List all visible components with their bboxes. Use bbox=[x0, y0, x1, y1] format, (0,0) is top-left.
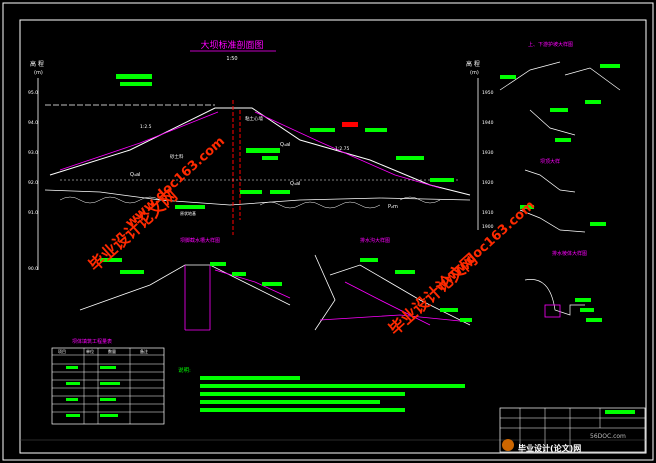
watermarks: 毕业设计论文网 www.doc163.com 毕业设计论文网 www.doc16… bbox=[85, 134, 538, 339]
foundation-label: 原状地基 bbox=[180, 210, 196, 216]
right-detail-panels: 上、下游护坡大样图 坝顶大样 排水棱体大样图 bbox=[499, 41, 621, 322]
right-tick: 1900 bbox=[482, 224, 494, 230]
footer-logo-text: 毕业设计(论文)网 bbox=[518, 443, 581, 453]
label-block bbox=[310, 128, 335, 132]
table-header: 备注 bbox=[140, 348, 148, 354]
note-line bbox=[200, 408, 405, 412]
drainage-detail-section: 排水沟大样图 bbox=[314, 237, 472, 331]
left-tick: 95.0 bbox=[28, 90, 38, 96]
label-block bbox=[240, 190, 262, 194]
notes-heading: 说明: bbox=[178, 366, 191, 374]
detail-title-drainage: 排水沟大样图 bbox=[360, 237, 390, 244]
ground-hatching bbox=[59, 196, 441, 209]
left-tick: 91.0 bbox=[28, 210, 38, 216]
label-block bbox=[120, 82, 152, 86]
detail-title-toe: 坝脚截水槽大样图 bbox=[180, 237, 220, 244]
dam-outline bbox=[49, 107, 471, 196]
main-scale: 1:50 bbox=[226, 56, 237, 62]
right-axis-heading: 高 程 bbox=[466, 60, 480, 68]
note-line bbox=[200, 400, 380, 404]
left-tick: 90.0 bbox=[28, 266, 38, 272]
note-line bbox=[200, 384, 465, 388]
title-block: 毕业设计(论文)网 56DOC.com bbox=[499, 407, 646, 453]
notes-section: 说明: bbox=[178, 366, 465, 412]
detail-title-crest: 坝顶大样 bbox=[540, 158, 560, 165]
right-tick: 1930 bbox=[482, 150, 494, 156]
right-tick: 1940 bbox=[482, 120, 494, 126]
left-axis-unit: (m) bbox=[34, 70, 43, 76]
left-axis-heading: 高 程 bbox=[30, 60, 44, 68]
table-header: 数量 bbox=[108, 348, 116, 354]
main-title: 大坝标准剖面图 bbox=[200, 39, 263, 51]
table-header: 项目 bbox=[58, 348, 66, 354]
dam-cross-section: 1:2.5 1:2.75 砂土料 粘土心墙 Q₄al Q₄al Q₄al P₂m… bbox=[44, 74, 471, 235]
slope-left-label: 1:2.5 bbox=[140, 124, 152, 130]
q-left-label: Q₄al bbox=[130, 172, 140, 178]
footer-logo-icon bbox=[502, 439, 514, 451]
q-right-label: Q₄al bbox=[290, 181, 300, 187]
label-block bbox=[396, 156, 424, 160]
label-block bbox=[262, 156, 278, 160]
table-title: 坝体填筑工程量表 bbox=[72, 338, 112, 345]
zone-left-label: 砂土料 bbox=[170, 153, 184, 160]
label-block bbox=[116, 74, 152, 79]
right-tick: 1950 bbox=[482, 90, 494, 96]
table-header: 单位 bbox=[86, 348, 94, 354]
right-elevation-axis: 高 程 (m) 1950 1940 1930 1920 1910 1900 bbox=[466, 60, 494, 230]
left-elevation-axis: 高 程 (m) 95.0 94.0 93.0 92.0 91.0 90.0 bbox=[28, 60, 44, 272]
core-label: 粘土心墙 bbox=[245, 115, 263, 122]
label-block bbox=[365, 128, 387, 132]
label-block bbox=[246, 148, 280, 153]
left-tick: 94.0 bbox=[28, 120, 38, 126]
note-line bbox=[200, 392, 405, 396]
right-axis-unit: (m) bbox=[470, 70, 479, 76]
right-tick: 1910 bbox=[482, 210, 494, 216]
slope-right-label: 1:2.75 bbox=[335, 146, 350, 152]
inner-frame bbox=[19, 19, 647, 454]
foundation-line bbox=[44, 189, 471, 206]
red-tag bbox=[342, 122, 358, 127]
quantity-table: 坝体填筑工程量表 项目 单位 数量 备注 bbox=[51, 338, 165, 425]
q-mid-label: Q₄al bbox=[280, 142, 290, 148]
left-tick: 93.0 bbox=[28, 150, 38, 156]
downstream-slope-line bbox=[254, 111, 441, 189]
note-line bbox=[200, 376, 300, 380]
detail-title-filter: 排水棱体大样图 bbox=[552, 250, 587, 257]
upstream-slope-line bbox=[59, 111, 219, 171]
label-block bbox=[175, 205, 205, 209]
p-right-label: P₂m bbox=[388, 204, 398, 210]
label-block bbox=[430, 178, 454, 182]
left-tick: 92.0 bbox=[28, 180, 38, 186]
toe-detail-section: 坝脚截水槽大样图 bbox=[79, 237, 291, 331]
detail-title-protection: 上、下游护坡大样图 bbox=[528, 41, 573, 48]
right-tick: 1920 bbox=[482, 180, 494, 186]
footer-url: 56DOC.com bbox=[590, 433, 626, 440]
watermark-url: www.doc163.com bbox=[123, 134, 228, 231]
label-block bbox=[270, 190, 290, 194]
